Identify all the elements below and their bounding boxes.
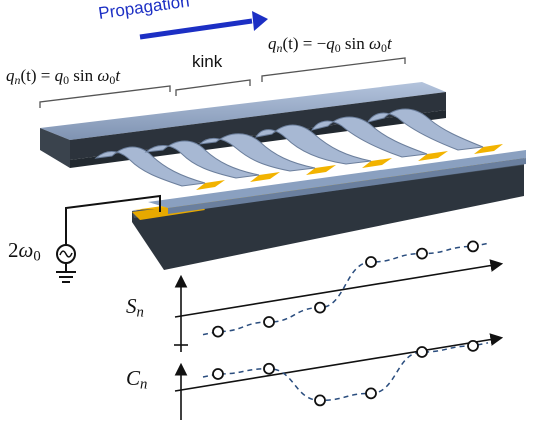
ac-voltage-source-icon bbox=[56, 244, 76, 264]
finger-4 bbox=[254, 124, 372, 165]
c-n-dashed-curve bbox=[202, 342, 489, 402]
left-equation: qn(t) = q0 sin ω0t bbox=[6, 66, 121, 87]
kink-brace bbox=[175, 79, 251, 96]
finger-6 bbox=[366, 108, 484, 151]
s-n-horizontal-axis bbox=[174, 259, 504, 318]
finger-3 bbox=[198, 133, 316, 172]
s-n-point-2 bbox=[263, 316, 275, 328]
s-n-point-6 bbox=[467, 240, 479, 253]
propagation-arrow bbox=[139, 11, 268, 40]
s-n-dashed-curve bbox=[202, 242, 489, 336]
c-n-horizontal-axis bbox=[174, 333, 504, 392]
right-brace bbox=[261, 57, 406, 82]
s-n-point-5 bbox=[416, 247, 428, 260]
s-n-point-1 bbox=[212, 325, 224, 338]
finger-5 bbox=[310, 116, 428, 158]
finger-1 bbox=[94, 146, 206, 187]
c-n-point-1 bbox=[212, 368, 224, 380]
c-n-point-3 bbox=[314, 394, 326, 407]
s-n-point-3 bbox=[314, 301, 326, 314]
drive-circuit bbox=[56, 194, 161, 283]
c-n-point-5 bbox=[416, 346, 428, 358]
c-n-point-4 bbox=[365, 387, 377, 400]
s-n-point-4 bbox=[365, 256, 377, 268]
s-n-plot bbox=[174, 240, 504, 352]
braces bbox=[39, 57, 406, 108]
finger-2 bbox=[144, 140, 260, 179]
s-n-axis-label: Sn bbox=[126, 294, 144, 321]
right-equation: qn(t) = −q0 sin ω0t bbox=[268, 34, 392, 55]
c-n-plot bbox=[174, 333, 504, 420]
c-n-point-2 bbox=[263, 362, 275, 375]
cantilever-fingers bbox=[94, 108, 484, 187]
substrate-front bbox=[132, 158, 524, 270]
gold-electrode bbox=[132, 144, 526, 220]
kink-label: kink bbox=[192, 52, 223, 71]
left-brace bbox=[39, 85, 171, 108]
c-n-axis-label: Cn bbox=[126, 366, 148, 393]
drive-frequency-label: 2ω0 bbox=[8, 238, 41, 265]
c-n-point-6 bbox=[467, 339, 479, 352]
